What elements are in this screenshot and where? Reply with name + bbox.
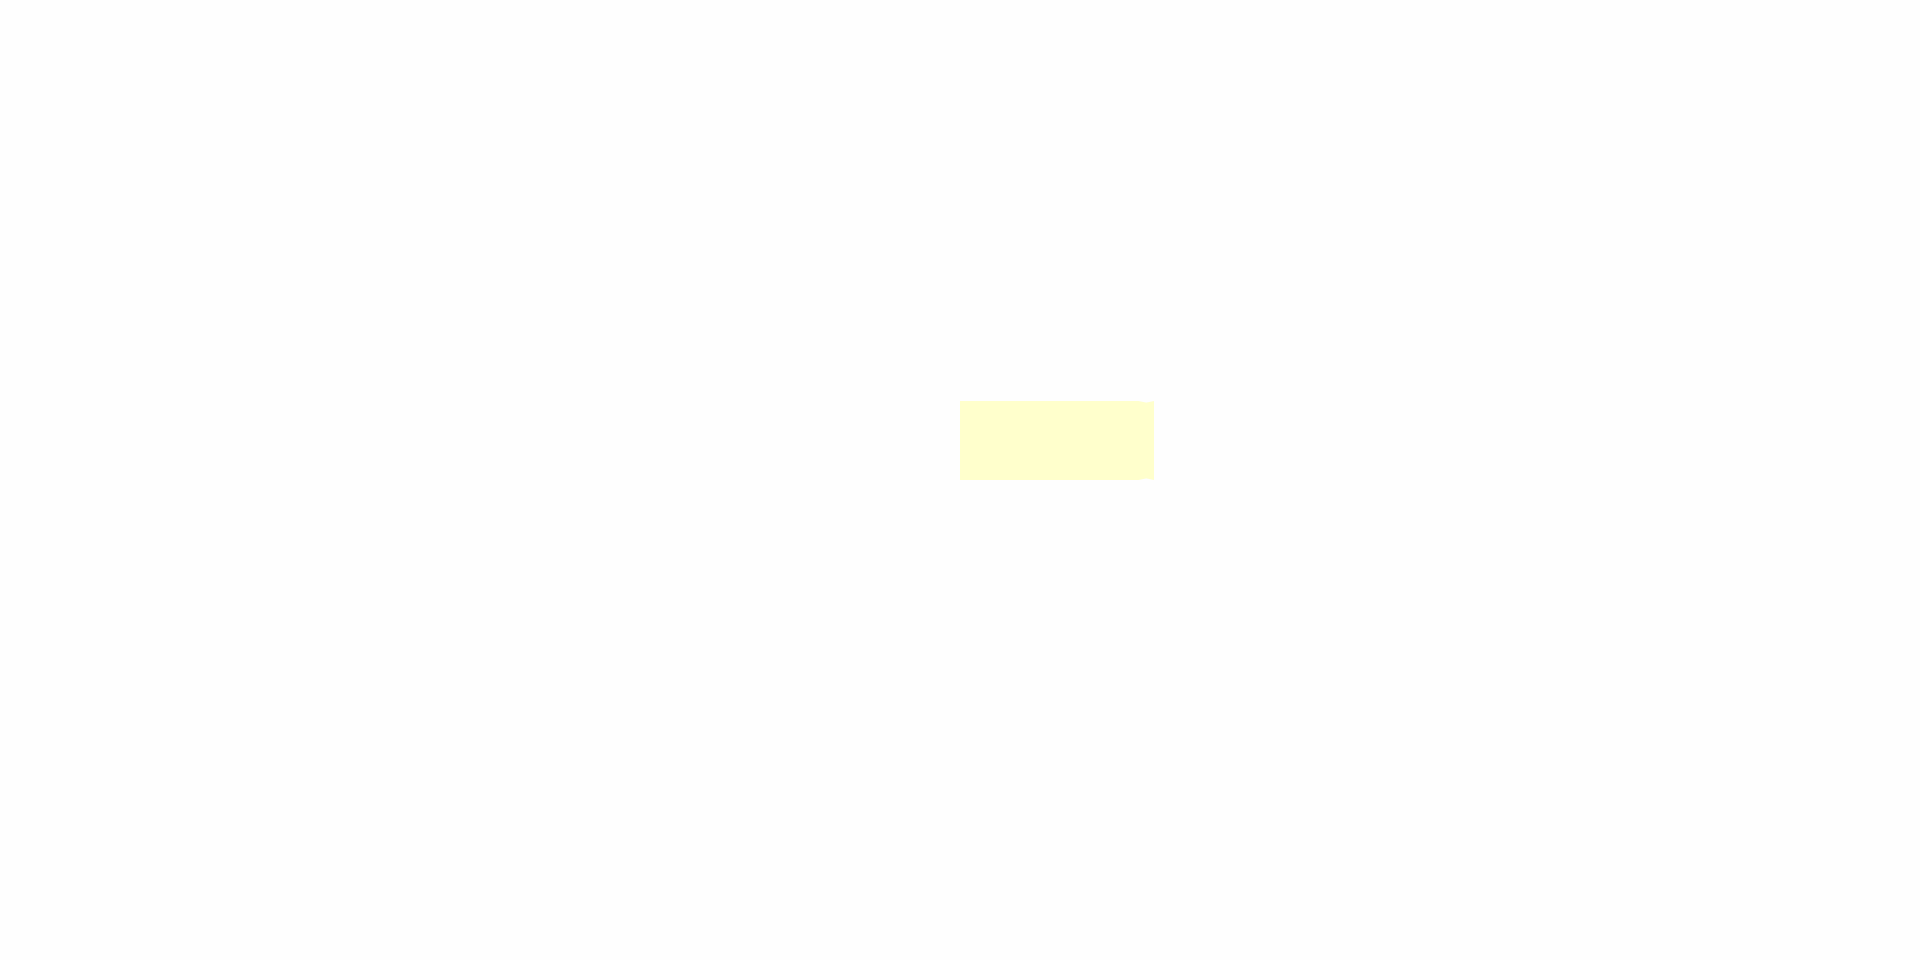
tooltip-note	[960, 401, 1154, 480]
